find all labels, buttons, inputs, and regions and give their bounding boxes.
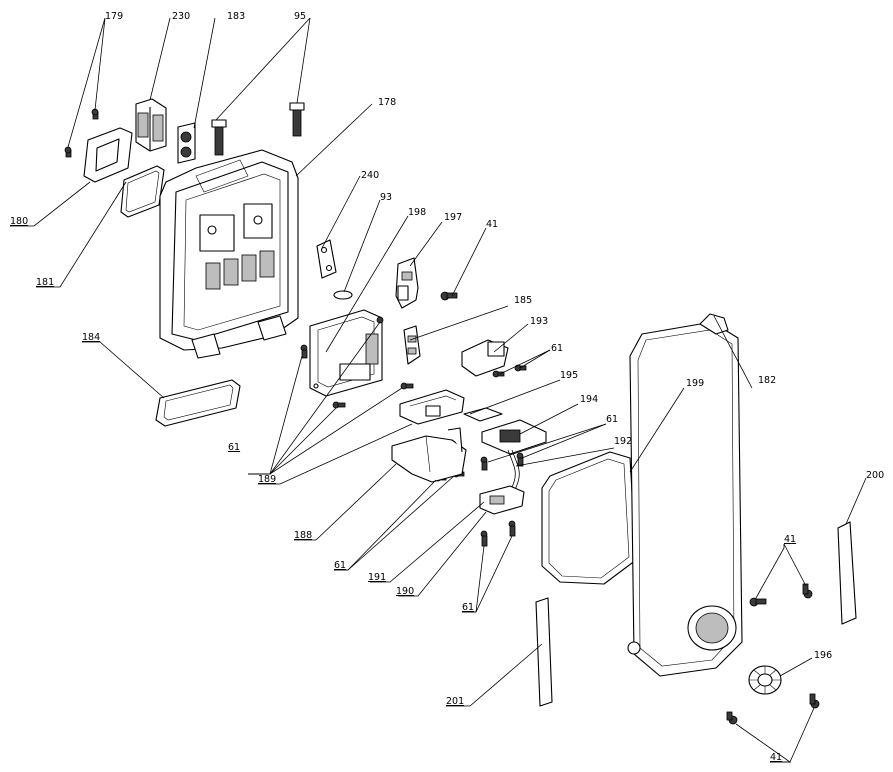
callout-194: 194 <box>580 394 598 405</box>
callout-182: 182 <box>758 375 776 386</box>
callout-198: 198 <box>408 207 426 218</box>
part-240-bracket <box>316 239 337 279</box>
part-188-holder <box>391 427 467 483</box>
part-180-frame-plate <box>83 127 133 183</box>
callout-61-middle: 61 <box>334 560 346 571</box>
callout-95: 95 <box>294 11 306 22</box>
callout-41-upper: 41 <box>486 219 498 230</box>
part-199-gasket <box>541 451 637 585</box>
part-195-plate <box>463 407 503 422</box>
part-230-socket-module <box>135 98 167 152</box>
part-95-bolts <box>211 102 305 156</box>
part-201-strip <box>535 597 553 707</box>
part-182-front-cover <box>627 313 743 677</box>
callout-191: 191 <box>368 572 386 583</box>
callout-230: 230 <box>172 11 190 22</box>
callout-193: 193 <box>530 316 548 327</box>
callout-179: 179 <box>105 11 123 22</box>
part-61-screws-lower <box>480 520 516 547</box>
callout-184: 184 <box>82 332 100 343</box>
part-190-191-terminal-block <box>479 485 525 515</box>
callout-41-lower: 41 <box>770 752 782 763</box>
part-178-base-housing <box>159 149 299 359</box>
part-184-gasket <box>155 379 241 427</box>
part-197-relay-block <box>395 257 419 309</box>
callout-192: 192 <box>614 436 632 447</box>
callout-labels: 179 230 183 95 178 180 181 240 93 198 19… <box>10 11 884 763</box>
part-61-screws-left <box>300 316 414 409</box>
callout-201: 201 <box>446 696 464 707</box>
leader-lines <box>10 17 867 763</box>
callout-183: 183 <box>227 11 245 22</box>
part-183-plate <box>177 122 196 164</box>
part-193-relay <box>461 339 509 377</box>
callout-180: 180 <box>10 216 28 227</box>
callout-199: 199 <box>686 378 704 389</box>
callout-61-upper: 61 <box>551 343 563 354</box>
part-198-control-board <box>309 309 383 397</box>
part-189-bracket <box>399 389 465 425</box>
part-196-washer <box>748 665 782 695</box>
callout-61-lower: 61 <box>462 602 474 613</box>
part-41-screws-right <box>726 583 820 725</box>
callout-61-middle-right: 61 <box>606 414 618 425</box>
callout-196: 196 <box>814 650 832 661</box>
part-181-gasket <box>120 165 165 218</box>
callout-41-middle: 41 <box>784 534 796 545</box>
callout-190: 190 <box>396 586 414 597</box>
part-185-connector <box>403 325 421 365</box>
callout-189: 189 <box>258 474 276 485</box>
callout-197: 197 <box>444 212 462 223</box>
part-200-strip <box>837 521 857 625</box>
callout-188: 188 <box>294 530 312 541</box>
callout-195: 195 <box>560 370 578 381</box>
part-41-screw <box>440 291 458 301</box>
callout-181: 181 <box>36 277 54 288</box>
callout-93: 93 <box>380 192 392 203</box>
callout-61-left: 61 <box>228 442 240 453</box>
callout-200: 200 <box>866 470 884 481</box>
part-93-disc <box>333 290 353 300</box>
callout-240: 240 <box>361 170 379 181</box>
callout-185: 185 <box>514 295 532 306</box>
callout-178: 178 <box>378 97 396 108</box>
